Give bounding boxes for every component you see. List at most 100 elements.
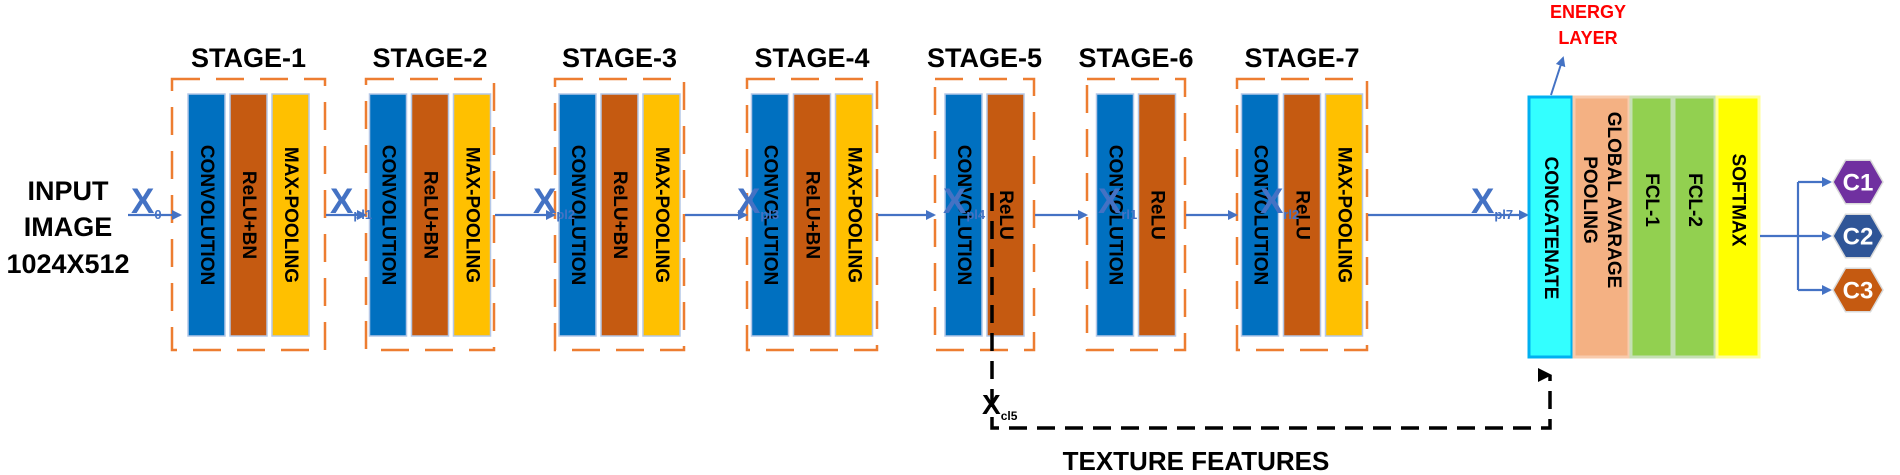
stage-2-max-pooling-block-rect	[452, 93, 492, 337]
stage-1-max-pooling-block: MAX-POOLING	[271, 93, 310, 337]
class-c2-hexagon	[1832, 213, 1884, 259]
fcl-2-block-label: FCL-2	[1684, 173, 1705, 227]
stage-7-max-pooling-block-rect	[1324, 93, 1364, 337]
stage-4-max-pooling-block: MAX-POOLING	[834, 93, 874, 337]
softmax-block-rect	[1715, 95, 1761, 359]
stage-4-max-pooling-block-label-group: MAX-POOLING	[844, 147, 865, 283]
stage-3-max-pooling-block: MAX-POOLING	[642, 93, 681, 337]
stage-1-convolution-block-label-group: CONVOLUTION	[196, 145, 217, 285]
stage-6-relu-block-label: ReLU	[1147, 190, 1168, 240]
input-line-1: INPUT	[28, 176, 110, 206]
stage-2-convolution-block: CONVOLUTION	[368, 93, 408, 337]
concatenate-block-label-text-1: CONCATENATE	[1540, 157, 1561, 300]
fcl-1-block: FCL-1	[1629, 95, 1674, 359]
stage-2-title: STAGE-2	[372, 43, 487, 73]
stage-1-max-pooling-block-label-group: MAX-POOLING	[280, 147, 301, 283]
signal-xpl4-label: Xpl4	[943, 182, 986, 222]
stage-5-title: STAGE-5	[927, 43, 1042, 73]
stage-2-relu-bn-block: ReLU+BN	[410, 93, 450, 337]
stage-7-convolution-block-label: CONVOLUTION	[1250, 145, 1271, 285]
stage-4-relu-bn-block-rect	[792, 93, 832, 337]
stage-3-relu-bn-block-rect	[600, 93, 639, 337]
stage-3-title: STAGE-3	[562, 43, 677, 73]
stage-3-max-pooling-block-label: MAX-POOLING	[651, 147, 672, 283]
class-c1-label: C1	[1843, 170, 1874, 197]
stage-7-max-pooling-block: MAX-POOLING	[1324, 93, 1364, 337]
stage-2-convolution-block-label: CONVOLUTION	[378, 145, 399, 285]
stage-1-relu-bn-block-rect	[229, 93, 268, 337]
energy-layer: ENERGY LAYER	[1550, 2, 1626, 96]
fcl-1-block-label-text-1: FCL-1	[1641, 173, 1662, 227]
fcl-1-block-label: FCL-1	[1641, 173, 1662, 227]
stage-5-convolution-block: CONVOLUTION	[944, 93, 983, 337]
stage-2-max-pooling-block-label-group: MAX-POOLING	[462, 147, 483, 283]
stage-2-convolution-block-label-group: CONVOLUTION	[378, 145, 399, 285]
stage-2-max-pooling-block-label: MAX-POOLING	[462, 147, 483, 283]
softmax-block: SOFTMAX	[1715, 95, 1761, 359]
stage-4-relu-bn-block: ReLU+BN	[792, 93, 832, 337]
stage-1-relu-bn-block: ReLU+BN	[229, 93, 268, 337]
stage-6-convolution-block: CONVOLUTION	[1095, 93, 1135, 337]
concatenate-block-rect	[1527, 95, 1574, 359]
stage-4-relu-bn-block-label: ReLU+BN	[802, 171, 823, 259]
class-c2-label: C2	[1843, 224, 1874, 251]
stage-5-convolution-block-label-group: CONVOLUTION	[953, 145, 974, 285]
stage-6-relu-block-rect	[1137, 93, 1177, 337]
fcl-2-block: FCL-2	[1672, 95, 1717, 359]
stage-1-max-pooling-block-label: MAX-POOLING	[280, 147, 301, 283]
stage-4-convolution-block: CONVOLUTION	[750, 93, 790, 337]
stage-5-relu-block-rect	[986, 93, 1025, 337]
stage-1-title: STAGE-1	[191, 43, 306, 73]
stage-7-convolution-block-rect	[1240, 93, 1280, 337]
stage-7-relu-block: ReLU	[1282, 93, 1322, 337]
stage-6-convolution-block-rect	[1095, 93, 1135, 337]
stage-7-convolution-block-label-group: CONVOLUTION	[1250, 145, 1271, 285]
stage-3-convolution-block: CONVOLUTION	[558, 93, 597, 337]
stage-3-max-pooling-block-rect	[642, 93, 681, 337]
signal-xpl2-label: Xpl2	[533, 182, 575, 222]
stage-3-max-pooling-block-label-group: MAX-POOLING	[651, 147, 672, 283]
stage-3-convolution-block-rect	[558, 93, 597, 337]
stage-1-max-pooling-block-rect	[271, 93, 310, 337]
fcl-2-block-label-text-1: FCL-2	[1684, 173, 1705, 227]
stage-2-relu-bn-block-label: ReLU+BN	[420, 171, 441, 259]
global-avarage-pooling-block-label-text-1: GLOBAL AVARAGE	[1603, 112, 1624, 289]
class-c3-hexagon	[1832, 267, 1884, 313]
concatenate-block: CONCATENATE	[1527, 95, 1574, 359]
global-avarage-pooling-block-label-text-2: POOLING	[1579, 156, 1600, 244]
stage-7-max-pooling-block-label-group: MAX-POOLING	[1334, 147, 1355, 283]
stage-6-relu-block: ReLU	[1137, 93, 1177, 337]
input-line-2: IMAGE	[24, 212, 113, 242]
stage-7-max-pooling-block-label: MAX-POOLING	[1334, 147, 1355, 283]
stage-6-convolution-block-label: CONVOLUTION	[1105, 145, 1126, 285]
stage-2-relu-bn-block-rect	[410, 93, 450, 337]
stage-6-frame	[1085, 77, 1187, 352]
input-line-3: 1024X512	[6, 249, 129, 279]
energy-layer-arrow	[1550, 56, 1566, 96]
stage-4-relu-bn-block-label-group: ReLU+BN	[802, 171, 823, 259]
stage-5-relu-block: ReLU	[986, 93, 1025, 337]
concatenate-block-label: CONCATENATE	[1540, 157, 1561, 300]
stage-1-relu-bn-block-label-group: ReLU+BN	[238, 171, 259, 259]
stage-3-convolution-block-label: CONVOLUTION	[567, 145, 588, 285]
input-label: INPUT IMAGE 1024X512	[6, 176, 129, 279]
stage-5-convolution-block-label: CONVOLUTION	[953, 145, 974, 285]
stage-6-relu-block-label-group: ReLU	[1147, 190, 1168, 240]
xcl5-label: Xcl5	[982, 389, 1018, 423]
stage-5-frame	[933, 77, 1036, 352]
texture-features-skip: Xcl5 TEXTURE FEATURES	[982, 193, 1552, 475]
class-c3-label: C3	[1843, 278, 1874, 305]
skip-connection-line	[990, 193, 1552, 430]
stage-7-relu-block-rect	[1282, 93, 1322, 337]
fcl-2-block-rect	[1672, 95, 1717, 359]
stage-2-convolution-block-rect	[368, 93, 408, 337]
